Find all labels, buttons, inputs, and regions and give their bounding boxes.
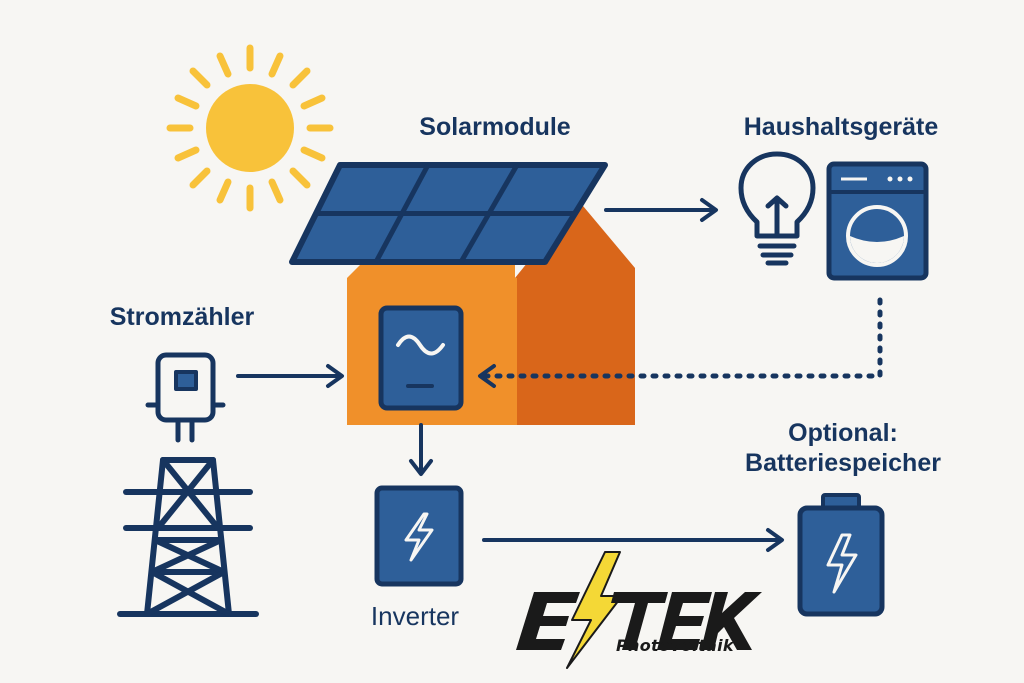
lightning-icon — [826, 533, 858, 594]
logo-tagline: Photovoltaik — [616, 636, 734, 655]
power-pylon-icon — [117, 457, 259, 617]
label-battery-line2: Batteriespeicher — [745, 449, 941, 477]
label-battery-line1: Optional: — [788, 419, 898, 447]
lightbulb-icon — [738, 151, 816, 266]
electricity-meter-icon — [145, 352, 226, 443]
arrow-house-to-inverter — [409, 423, 433, 476]
logo-lightning-mark — [566, 551, 623, 669]
label-inverter: Inverter — [370, 601, 460, 631]
logo-letter-e-mark — [516, 592, 580, 650]
washing-machine-icon — [826, 161, 929, 281]
arrow-solar-to-appliances — [604, 198, 718, 222]
inverter-icon — [378, 305, 464, 411]
label-household-appliances: Haushaltsgeräte — [743, 113, 939, 141]
lightning-icon — [404, 512, 434, 562]
solar-panel-icon — [289, 162, 608, 265]
arrow-meter-to-house — [236, 364, 344, 388]
logo-letters-tek-mark — [611, 592, 762, 650]
inverter-box-icon — [374, 485, 464, 587]
estek-logo — [516, 551, 762, 669]
label-electricity-meter: Stromzähler — [109, 303, 255, 331]
arrow-inverter-to-battery — [482, 528, 784, 552]
label-solar-modules: Solarmodule — [419, 113, 571, 141]
sun-icon — [166, 44, 334, 212]
label-battery: Optional: Batteriespeicher — [745, 418, 941, 478]
arrow-appliances-to-house — [478, 297, 883, 388]
battery-icon — [797, 493, 885, 617]
